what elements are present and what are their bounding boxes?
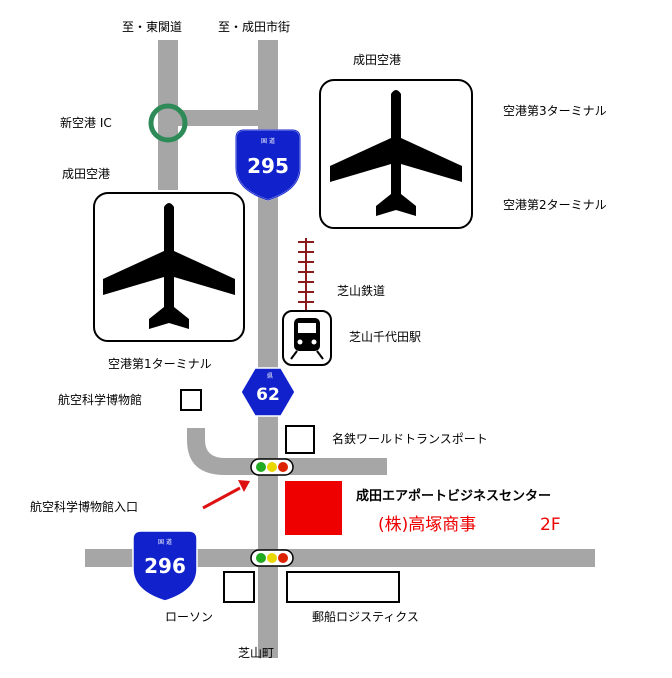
road-higashi-kanto <box>158 40 178 190</box>
label-building-name: 成田エアポートビジネスセンター <box>356 488 551 504</box>
shibayama-railway-line <box>298 238 314 315</box>
label-higashi-kanto-road: 至・東関道 <box>122 20 182 34</box>
shin-kuko-interchange <box>148 103 188 143</box>
label-lawson: ローソン <box>165 610 213 624</box>
label-shin-kuko-ic: 新空港 IC <box>60 115 112 130</box>
label-company: (株)高塚商事 <box>378 515 476 535</box>
road-east-west-upper <box>265 458 387 475</box>
route-62-shield: 県 62 <box>240 367 296 417</box>
route-296-kanji: 国 道 <box>158 538 172 546</box>
traffic-signal-icon <box>250 549 294 567</box>
train-icon <box>290 318 324 360</box>
terminal-1-airport-box <box>93 192 245 342</box>
label-narita-city: 至・成田市街 <box>218 19 290 34</box>
destination-building <box>285 481 342 535</box>
airplane-icon <box>103 203 235 329</box>
route-295-shield: 国 道 295 <box>235 129 301 201</box>
route-296-shield: 国 道 296 <box>132 530 198 602</box>
label-meitetsu-world-transport: 名鉄ワールドトランスポート <box>332 431 488 446</box>
label-shibayama-town: 芝山町 <box>238 645 274 660</box>
road-museum-curve <box>187 428 265 475</box>
route-295-kanji: 国 道 <box>261 137 275 145</box>
label-terminal-2: 空港第2ターミナル <box>503 198 607 212</box>
label-floor: 2F <box>540 515 561 535</box>
traffic-signal-icon <box>250 458 294 476</box>
label-narita-airport-left: 成田空港 <box>62 167 110 181</box>
airplane-icon <box>330 90 462 216</box>
yusen-logistics-building <box>286 571 400 603</box>
label-aviation-museum: 航空科学博物館 <box>58 392 142 407</box>
lawson-building <box>223 571 255 603</box>
label-terminal-3: 空港第3ターミナル <box>503 104 607 118</box>
label-museum-entrance: 航空科学博物館入口 <box>30 499 138 514</box>
label-shibayama-chiyoda-station: 芝山千代田駅 <box>349 329 421 344</box>
route-296-number: 296 <box>144 554 186 578</box>
shibayama-chiyoda-station <box>282 310 332 366</box>
route-62-number: 62 <box>256 385 280 405</box>
terminal-2-3-airport-box <box>319 79 473 229</box>
label-shibayama-railway: 芝山鉄道 <box>337 283 385 298</box>
label-yusen-logistics: 郵船ロジスティクス <box>312 610 419 624</box>
route-295-number: 295 <box>247 154 289 178</box>
meitetsu-building <box>285 425 315 454</box>
label-terminal-1: 空港第1ターミナル <box>108 357 212 371</box>
label-narita-airport-right: 成田空港 <box>353 53 401 67</box>
route-62-kanji: 県 <box>267 373 273 380</box>
road-ic-connector <box>178 110 258 126</box>
road-route-296 <box>85 549 595 567</box>
museum-entrance-arrow <box>202 480 250 510</box>
aviation-museum-building <box>180 389 202 411</box>
